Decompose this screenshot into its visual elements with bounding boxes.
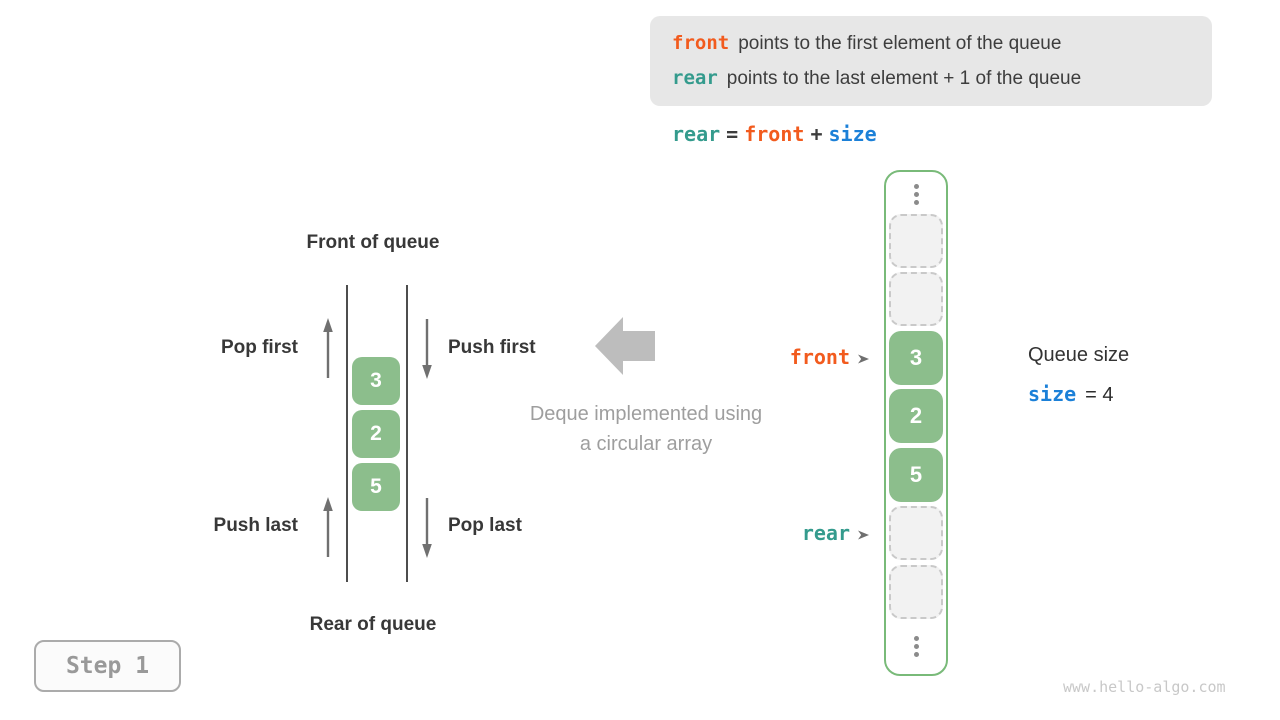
left-block-arrow-icon	[595, 317, 655, 375]
pop-first-label: Pop first	[220, 337, 298, 358]
push-first-down-arrow-icon	[422, 319, 432, 379]
array-cell-rear	[889, 506, 943, 560]
pointer-definitions-box: front points to the first element of the …	[650, 16, 1212, 106]
formula-front: front	[744, 122, 805, 146]
push-last-up-arrow-icon	[323, 497, 333, 557]
formula-equals: =	[726, 122, 739, 146]
watermark: www.hello-algo.com	[1063, 678, 1226, 696]
front-definition-text: points to the first element of the queue	[738, 33, 1062, 54]
front-of-queue-heading: Front of queue	[306, 232, 440, 253]
queue-item: 5	[352, 463, 400, 511]
array-cell-empty	[889, 213, 943, 268]
array-cell-empty	[889, 272, 943, 326]
size-variable: size	[1028, 382, 1077, 406]
pop-last-down-arrow-icon	[422, 498, 432, 558]
push-first-label: Push first	[448, 337, 536, 358]
rear-definition-text: points to the last element + 1 of the qu…	[726, 68, 1082, 89]
front-pointer-label: front	[789, 345, 850, 369]
deque-caption-line1: Deque implemented using	[529, 403, 763, 425]
front-pointer-arrow-icon	[858, 354, 869, 364]
array-cell: 2	[889, 389, 943, 443]
queue-size-equation: size = 4	[1028, 381, 1114, 409]
circular-array: 3 2 5	[884, 170, 948, 676]
pop-first-up-arrow-icon	[323, 318, 333, 378]
front-pointer: front	[730, 344, 870, 371]
size-value: = 4	[1085, 384, 1114, 406]
formula-plus: +	[810, 122, 823, 146]
rear-pointer-label: rear	[801, 521, 850, 545]
rear-keyword: rear	[672, 67, 718, 89]
pointer-formula: rear=front+size	[672, 121, 883, 147]
rear-of-queue-heading: Rear of queue	[309, 614, 437, 635]
front-keyword: front	[672, 32, 730, 54]
front-definition-line: front points to the first element of the …	[672, 26, 1212, 61]
rear-pointer: rear	[730, 520, 870, 547]
array-cell: 5	[889, 447, 943, 502]
pop-last-label: Pop last	[448, 515, 522, 536]
array-cell-front: 3	[889, 330, 943, 385]
rear-pointer-arrow-icon	[858, 530, 869, 540]
array-cell-empty	[889, 564, 943, 619]
formula-rear: rear	[672, 122, 721, 146]
queue-size-label: Queue size	[1028, 344, 1130, 366]
queue-wall-right	[406, 285, 408, 582]
formula-size: size	[828, 122, 877, 146]
queue-item: 3	[352, 357, 400, 405]
ellipsis-top-icon	[913, 181, 919, 207]
queue-item: 2	[352, 410, 400, 458]
queue-wall-left	[346, 285, 348, 582]
deque-caption-line2: a circular array	[579, 433, 713, 455]
rear-definition-line: rear points to the last element + 1 of th…	[672, 61, 1212, 96]
ellipsis-bottom-icon	[913, 633, 919, 659]
push-last-label: Push last	[213, 515, 298, 536]
step-badge: Step 1	[34, 640, 181, 692]
deque-caption: Deque implemented using a circular array	[496, 399, 796, 459]
